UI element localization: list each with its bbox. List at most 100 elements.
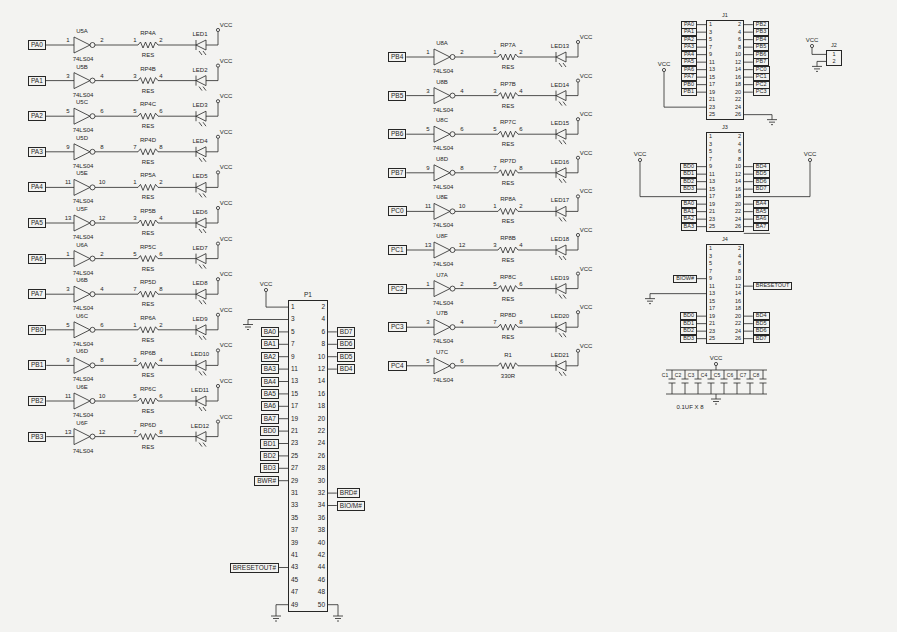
pin-number: 26 (318, 450, 325, 462)
pin-number: 10 (735, 51, 741, 59)
wire (206, 45, 218, 46)
part-ref: LED9 (192, 315, 207, 322)
led-symbol (196, 182, 197, 192)
part-value: RES (142, 87, 154, 94)
inverter-symbol (434, 203, 450, 219)
wire (206, 80, 218, 81)
led-emission (199, 300, 202, 304)
pin-number: 24 (318, 437, 325, 449)
wire (206, 151, 218, 152)
power-label: VCC (580, 188, 593, 195)
led-emission (203, 193, 206, 197)
part-value: 74LS04 (433, 145, 454, 152)
signal-name: BA5 (756, 209, 766, 215)
power-symbol (576, 156, 579, 159)
led-symbol (556, 206, 566, 216)
ground-symbol (645, 298, 655, 299)
power-symbol (216, 384, 219, 387)
led-emission (203, 87, 206, 91)
ground-symbol (337, 621, 339, 622)
led-emission (563, 256, 566, 260)
inverter-symbol (74, 251, 90, 267)
part-value: RES (142, 230, 154, 237)
led-emission (203, 336, 206, 340)
wire (697, 189, 706, 190)
signal-name: PA7 (684, 74, 694, 80)
led-symbol (196, 432, 197, 442)
led-emission (203, 407, 206, 411)
led-emission (203, 265, 206, 269)
led-emission (199, 371, 202, 375)
led-symbol (196, 111, 197, 121)
pin-number: 23 (709, 104, 715, 112)
wire (697, 226, 706, 227)
wire (46, 401, 74, 402)
part-ref: C2 (675, 372, 681, 379)
power-label: VCC (580, 149, 593, 156)
part-value: 74LS04 (73, 305, 94, 312)
resistor-symbol (138, 327, 158, 333)
wire (566, 95, 578, 96)
part-ref: U5B (76, 63, 88, 70)
signal-name: BA6 (756, 216, 766, 222)
power-label: VCC (580, 111, 593, 118)
led-symbol (556, 129, 566, 139)
pin-number: 25 (709, 335, 715, 343)
pin-number: 3 (133, 215, 136, 222)
wire (158, 329, 196, 330)
pin-number: 8 (460, 164, 463, 171)
part-ref: LED8 (192, 280, 207, 287)
wire (744, 331, 753, 332)
power-symbol (714, 362, 717, 365)
pin-number: 15 (291, 388, 298, 400)
resistor-symbol (138, 362, 158, 368)
part-ref: R1 (504, 351, 512, 358)
wire (46, 80, 74, 81)
wire (518, 134, 556, 135)
signal-tag: BD3 (260, 463, 279, 473)
pin-number: 6 (460, 126, 463, 133)
wire (711, 383, 712, 394)
resistor-symbol (498, 208, 518, 214)
inverter-bubble (450, 55, 455, 60)
signal-name: PC3 (756, 89, 767, 95)
ground-wire (338, 611, 339, 616)
wire (455, 172, 498, 173)
wire (697, 219, 706, 220)
wire (744, 181, 753, 182)
wire (46, 294, 74, 295)
part-value: RES (142, 158, 154, 165)
part-value: 74LS04 (433, 338, 454, 345)
part-ref: U5E (76, 170, 88, 177)
signal-name: PA0 (684, 22, 694, 28)
pin-number: 43 (291, 561, 298, 573)
power-label: VCC (580, 265, 593, 272)
wire (206, 365, 218, 366)
part-ref: U8E (436, 194, 448, 201)
power-label: VCC (220, 306, 233, 313)
part-ref: U8B (436, 78, 448, 85)
wire (279, 393, 288, 394)
pin-number: 7 (709, 156, 712, 164)
wire (566, 211, 578, 212)
led-symbol (556, 129, 557, 139)
signal-name: PC1 (391, 246, 404, 254)
signal-tag: PA1 (28, 76, 46, 86)
signal-name: BA4 (756, 201, 766, 207)
signal-name: BA0 (684, 201, 694, 207)
wire (640, 196, 706, 197)
signal-tag: BRESETOUT# (230, 563, 279, 573)
inverter-bubble (90, 327, 95, 332)
wire (206, 258, 218, 259)
ground-symbol (814, 68, 820, 69)
wire (744, 114, 772, 115)
pin-number: 10 (735, 163, 741, 171)
capacitor-symbol (734, 379, 741, 380)
led-symbol (196, 254, 206, 264)
wire (744, 84, 753, 85)
power-bus (666, 370, 767, 371)
wire (737, 383, 738, 394)
part-value: 330R (501, 372, 515, 379)
ground-symbol (713, 401, 719, 402)
power-symbol (576, 40, 579, 43)
